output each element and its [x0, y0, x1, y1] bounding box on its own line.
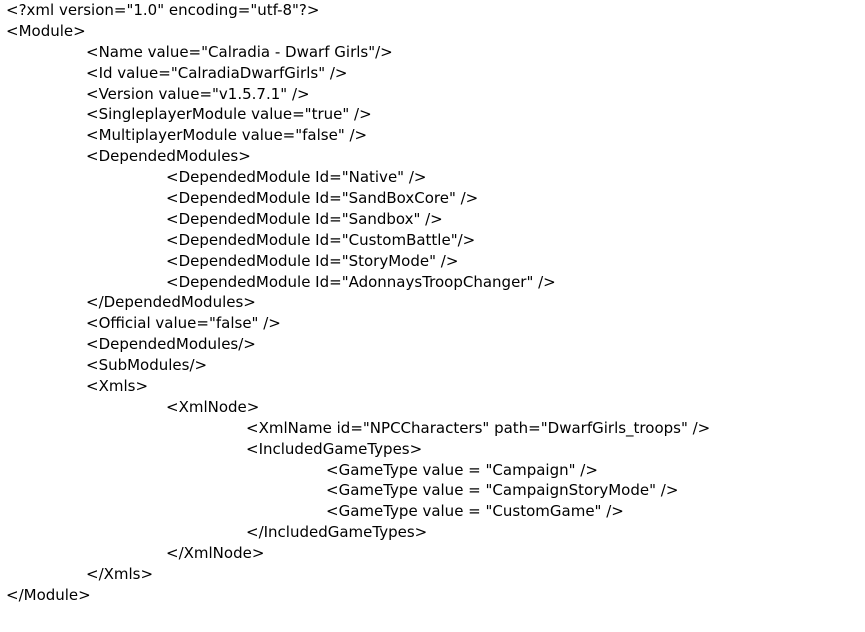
xml-line: <Id value="CalradiaDwarfGirls" />: [86, 63, 348, 82]
xml-line: </Module>: [6, 585, 91, 604]
xml-line: <IncludedGameTypes>: [246, 439, 423, 458]
xml-line: <DependedModule Id="StoryMode" />: [166, 251, 459, 270]
xml-line: <DependedModule Id="Sandbox" />: [166, 209, 443, 228]
xml-line: <DependedModules/>: [86, 335, 256, 354]
xml-line: <DependedModule Id="Native" />: [166, 168, 427, 187]
xml-line: <DependedModule Id="AdonnaysTroopChanger…: [166, 272, 556, 291]
xml-line: <DependedModule Id="SandBoxCore" />: [166, 189, 479, 208]
xml-line: <MultiplayerModule value="false" />: [86, 126, 368, 145]
xml-line: <GameType value = "CustomGame" />: [326, 502, 624, 521]
xml-line: </XmlNode>: [166, 544, 265, 563]
xml-line: <DependedModule Id="CustomBattle"/>: [166, 230, 476, 249]
xml-line: <DependedModules>: [86, 147, 251, 166]
xml-line: <GameType value = "Campaign" />: [326, 460, 598, 479]
xml-line: <GameType value = "CampaignStoryMode" />: [326, 481, 679, 500]
xml-line: <XmlName id="NPCCharacters" path="DwarfG…: [246, 418, 711, 437]
xml-line: </DependedModules>: [86, 293, 256, 312]
xml-line: </Xmls>: [86, 565, 154, 584]
xml-document: <?xml version="1.0" encoding="utf-8"?> <M…: [6, 0, 861, 606]
xml-line: <Official value="false" />: [86, 314, 281, 333]
xml-line: <XmlNode>: [166, 397, 260, 416]
xml-line: <?xml version="1.0" encoding="utf-8"?>: [6, 1, 320, 19]
xml-line: <Xmls>: [86, 377, 149, 396]
xml-line: </IncludedGameTypes>: [246, 523, 428, 542]
xml-line: <Module>: [6, 21, 86, 40]
xml-line: <Version value="v1.5.7.1" />: [86, 84, 310, 103]
xml-line: <Name value="Calradia - Dwarf Girls"/>: [86, 42, 393, 61]
xml-line: <SubModules/>: [86, 356, 208, 375]
xml-line: <SingleplayerModule value="true" />: [86, 105, 372, 124]
